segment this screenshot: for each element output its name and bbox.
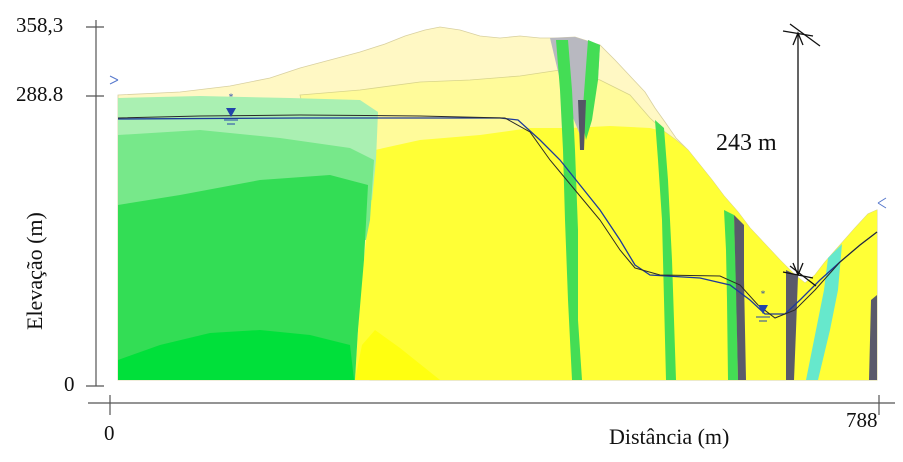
- unit-yellow-wedge: [355, 330, 440, 380]
- axes: [86, 20, 895, 415]
- unit-bright-green: [118, 330, 354, 380]
- section-end-marker-icon: [877, 197, 887, 209]
- dike-green-2: [582, 40, 600, 140]
- water-table-marker-icon: *: [224, 92, 238, 125]
- water-table-marker-icon: *: [756, 289, 770, 322]
- groundwater-line: [117, 114, 878, 319]
- dike-dark-2: [734, 215, 746, 380]
- layers: [117, 26, 878, 381]
- dike-dark-4: [869, 295, 877, 380]
- unit-yellow: [355, 126, 877, 380]
- dike-green-4: [724, 210, 738, 380]
- dike-green-3: [655, 120, 676, 380]
- x-axis-title: Distância (m): [609, 424, 730, 449]
- height-dimension: [782, 23, 821, 287]
- y-tick-label-top: 358,3: [16, 13, 64, 37]
- height-annotation: 243 m: [716, 130, 777, 156]
- svg-text:*: *: [229, 92, 234, 102]
- y-axis-title: Elevação (m): [22, 212, 47, 330]
- svg-text:*: *: [761, 289, 766, 299]
- dike-dark-3: [786, 270, 798, 380]
- section-end-marker-icon: [109, 75, 119, 85]
- water-table-line: [117, 117, 878, 315]
- y-tick-label-mid: 288.8: [16, 82, 64, 106]
- x-tick-label-start: 0: [104, 421, 115, 445]
- dike-cyan: [806, 244, 842, 380]
- x-tick-label-end: 788: [846, 408, 878, 432]
- dike-dark-1: [578, 100, 586, 150]
- unit-green: [118, 175, 368, 380]
- y-tick-label-zero: 0: [64, 372, 75, 396]
- dike-green-1: [556, 40, 582, 380]
